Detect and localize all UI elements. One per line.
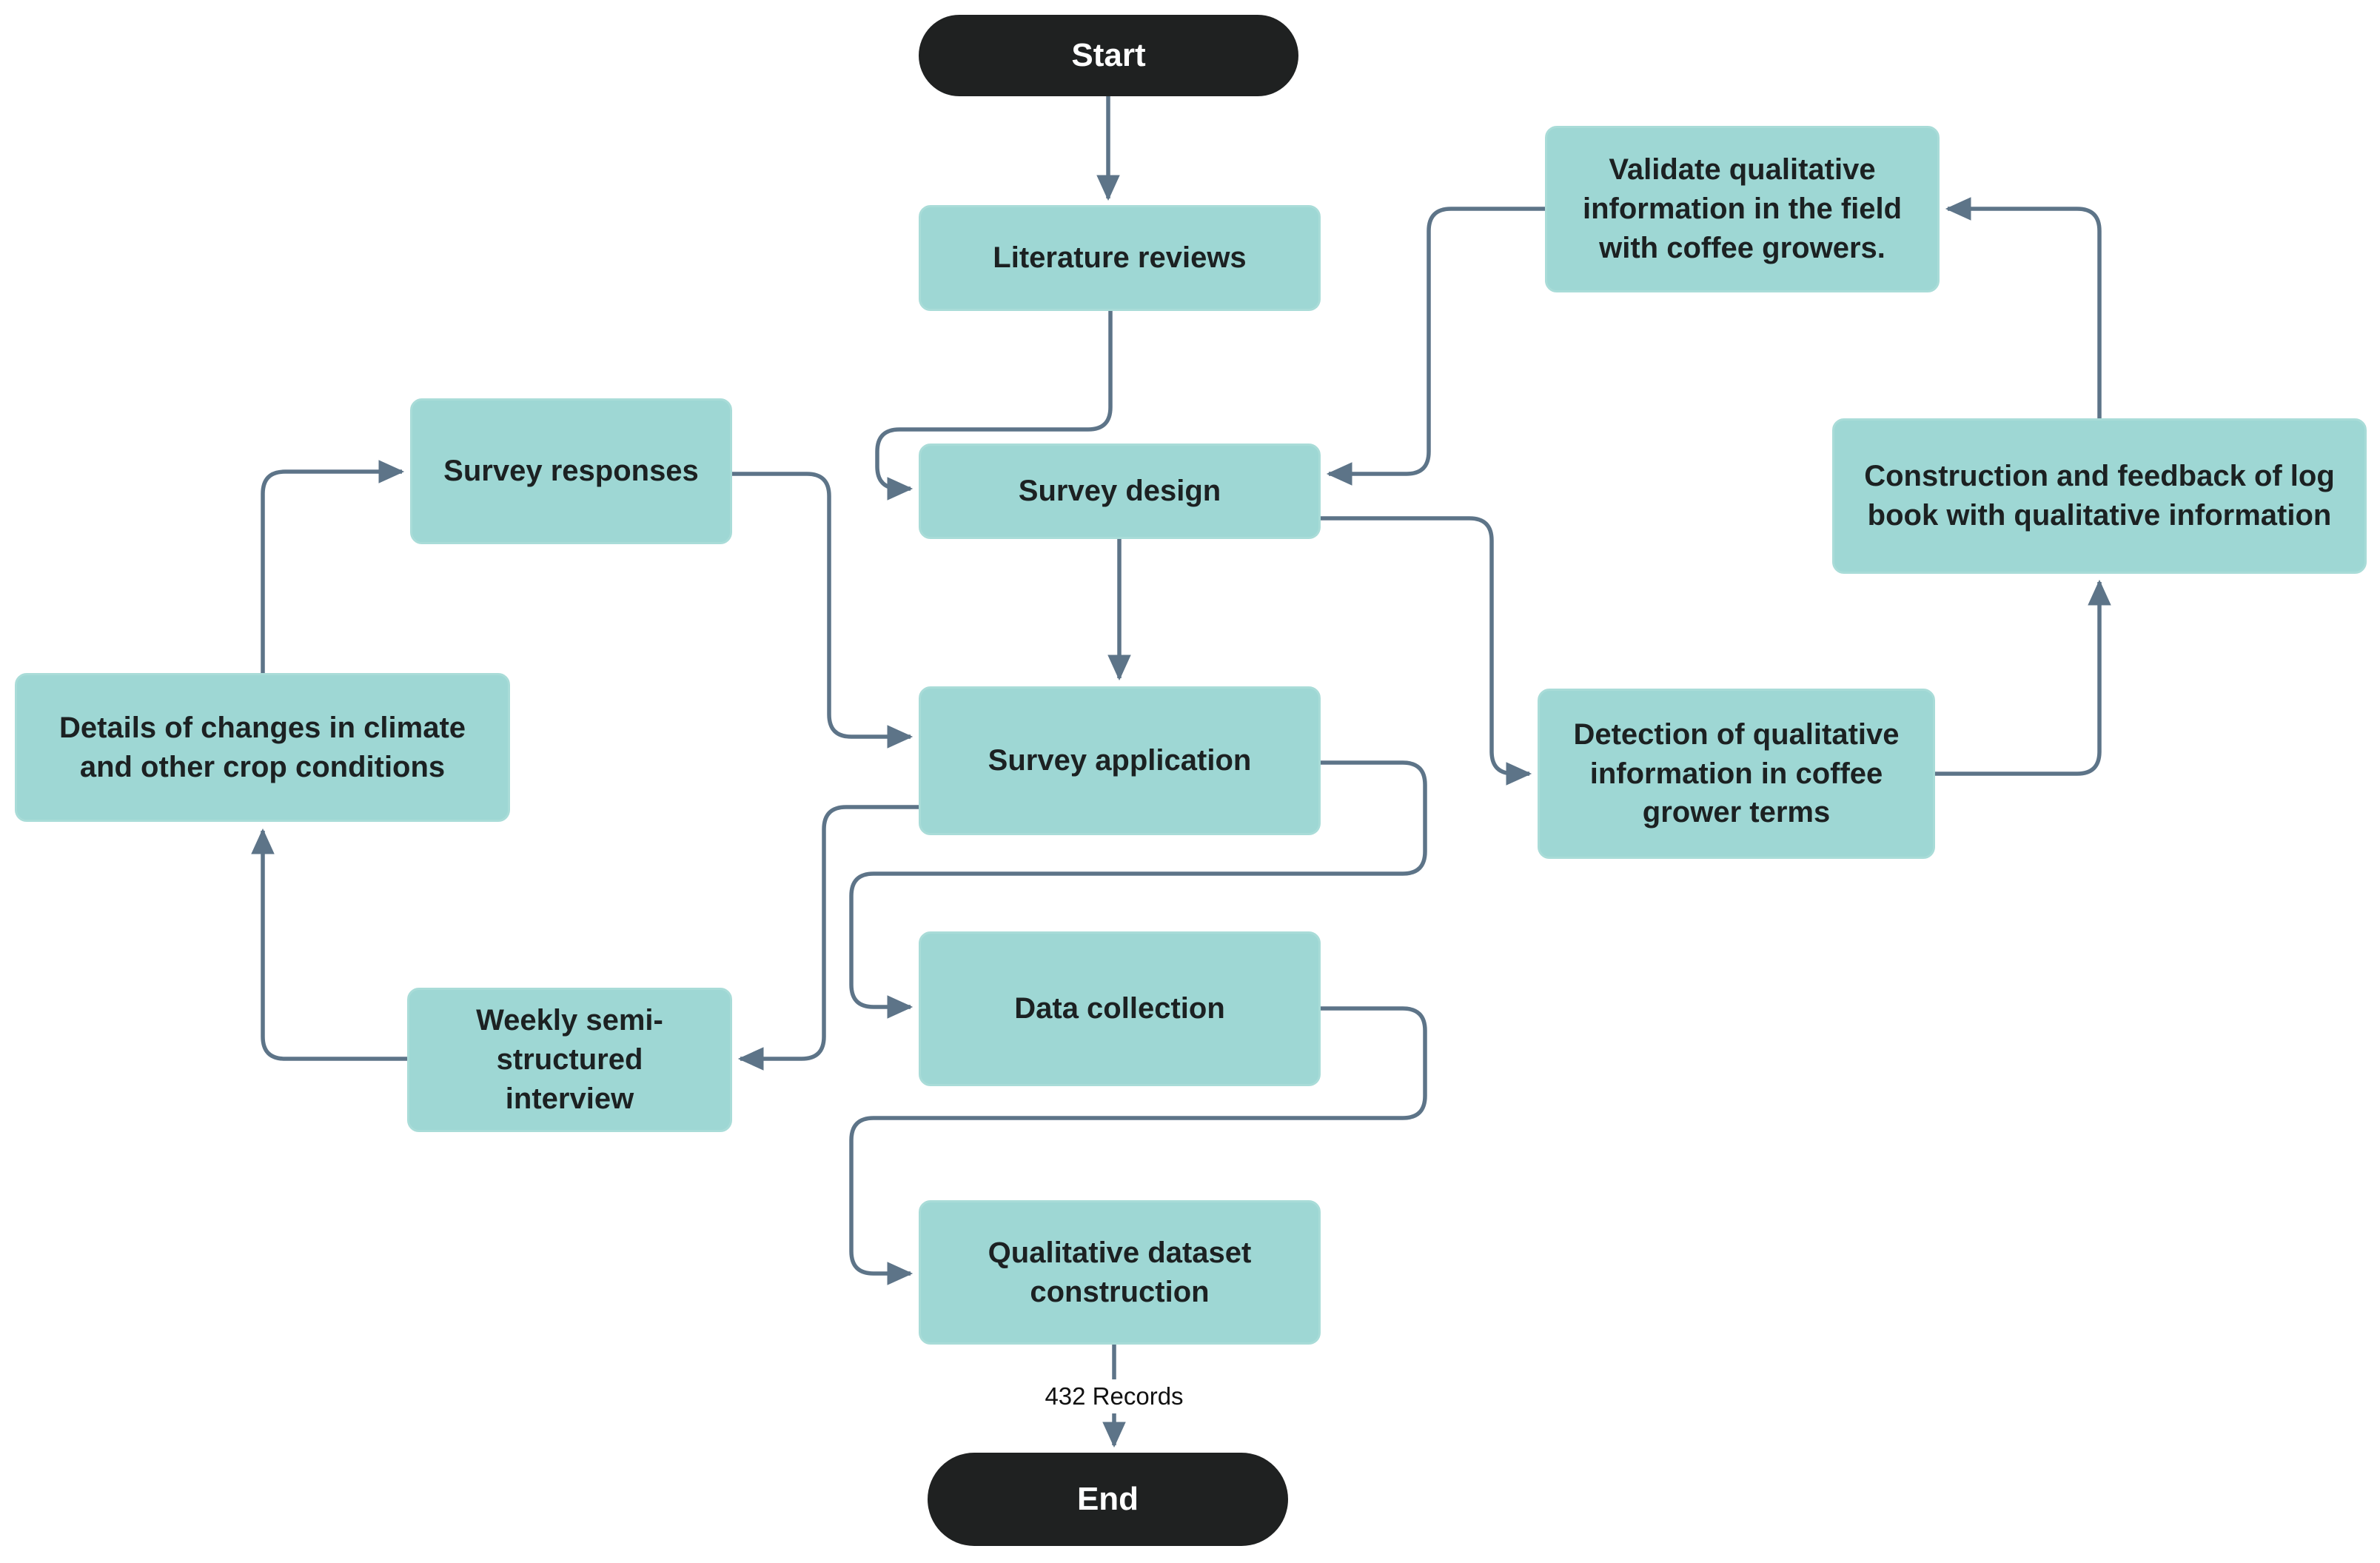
- node-survey-design: Survey design: [919, 444, 1321, 539]
- edge-construction-validate: [1945, 197, 2102, 418]
- edge-survey-design-detection: [1321, 516, 1532, 786]
- edge-detection-construction: [1935, 579, 2111, 776]
- node-qualitative-dataset-label: Qualitative dataset construction: [988, 1236, 1252, 1308]
- edge-application-weekly: [737, 805, 919, 1071]
- node-validate-qualitative-label: Validate qualitative information in the …: [1582, 153, 1903, 264]
- node-details-changes-label: Details of changes in climate and other …: [58, 711, 466, 783]
- node-survey-design-label: Survey design: [1018, 475, 1221, 508]
- node-start-label: Start: [1071, 36, 1146, 73]
- node-construction-logbook: Construction and feedback of log book wi…: [1832, 418, 2367, 574]
- node-literature-reviews: Literature reviews: [919, 205, 1321, 311]
- node-literature-reviews-label: Literature reviews: [993, 241, 1247, 275]
- node-start: Start: [919, 15, 1298, 96]
- edge-details-responses: [261, 460, 405, 673]
- edge-responses-application: [732, 472, 914, 749]
- node-construction-logbook-label: Construction and feedback of log book wi…: [1864, 460, 2335, 532]
- edge-application-data-collection: [849, 760, 1427, 1019]
- node-data-collection: Data collection: [919, 931, 1321, 1086]
- node-detection-qualitative-label: Detection of qualitative information in …: [1573, 717, 1900, 829]
- edge-weekly-details: [251, 828, 407, 1061]
- node-end-label: End: [1076, 1480, 1139, 1517]
- node-survey-application: Survey application: [919, 686, 1321, 835]
- node-survey-responses: Survey responses: [410, 398, 732, 544]
- edge-label-432-records: 432 Records: [1033, 1379, 1196, 1413]
- node-survey-responses-label: Survey responses: [443, 455, 699, 488]
- edge-data-collection-dataset: [849, 1006, 1427, 1285]
- node-weekly-interview: Weekly semi- structured interview: [407, 988, 732, 1132]
- node-end: End: [928, 1453, 1288, 1546]
- node-validate-qualitative: Validate qualitative information in the …: [1545, 126, 1940, 292]
- edge-literature-survey-design: [875, 311, 1113, 501]
- node-data-collection-label: Data collection: [1014, 992, 1225, 1025]
- node-qualitative-dataset: Qualitative dataset construction: [919, 1200, 1321, 1345]
- node-details-changes: Details of changes in climate and other …: [15, 673, 510, 822]
- node-survey-application-label: Survey application: [988, 744, 1252, 777]
- edge-validate-survey-design: [1326, 207, 1545, 486]
- node-detection-qualitative: Detection of qualitative information in …: [1538, 689, 1935, 859]
- node-weekly-interview-label: Weekly semi- structured interview: [476, 1004, 663, 1115]
